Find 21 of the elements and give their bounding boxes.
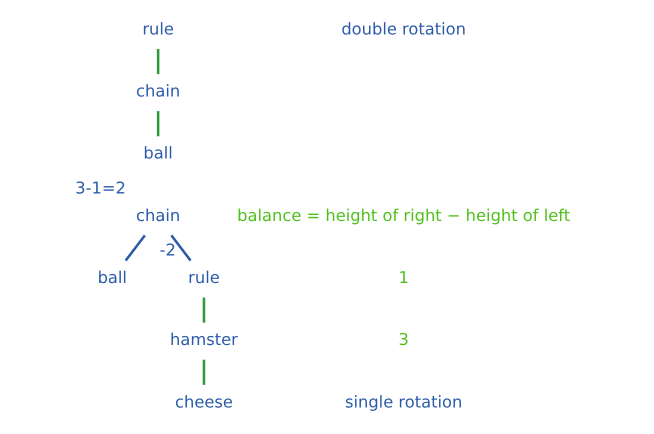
label: single rotation [344,392,462,412]
label: double rotation [340,19,466,38]
connector [124,234,146,262]
node-text: chain [136,82,180,101]
label: 3 [398,330,408,350]
connector [170,234,192,262]
connector [156,111,159,136]
connector [202,298,205,323]
node-label: -2 [159,240,176,260]
connector [202,360,205,385]
node-label: 3-1=2 [74,178,126,198]
node-text: cheese [174,392,232,412]
node-text: ball [142,144,172,163]
connector [156,48,159,74]
label: balance = height of right − height of left [236,206,570,225]
node-text: ball [97,268,126,288]
node-text: chain [136,206,180,225]
label: 1 [398,268,408,288]
node-text: rule [188,268,220,288]
node-text: hamster [170,330,238,350]
node-text: rule [142,19,174,38]
